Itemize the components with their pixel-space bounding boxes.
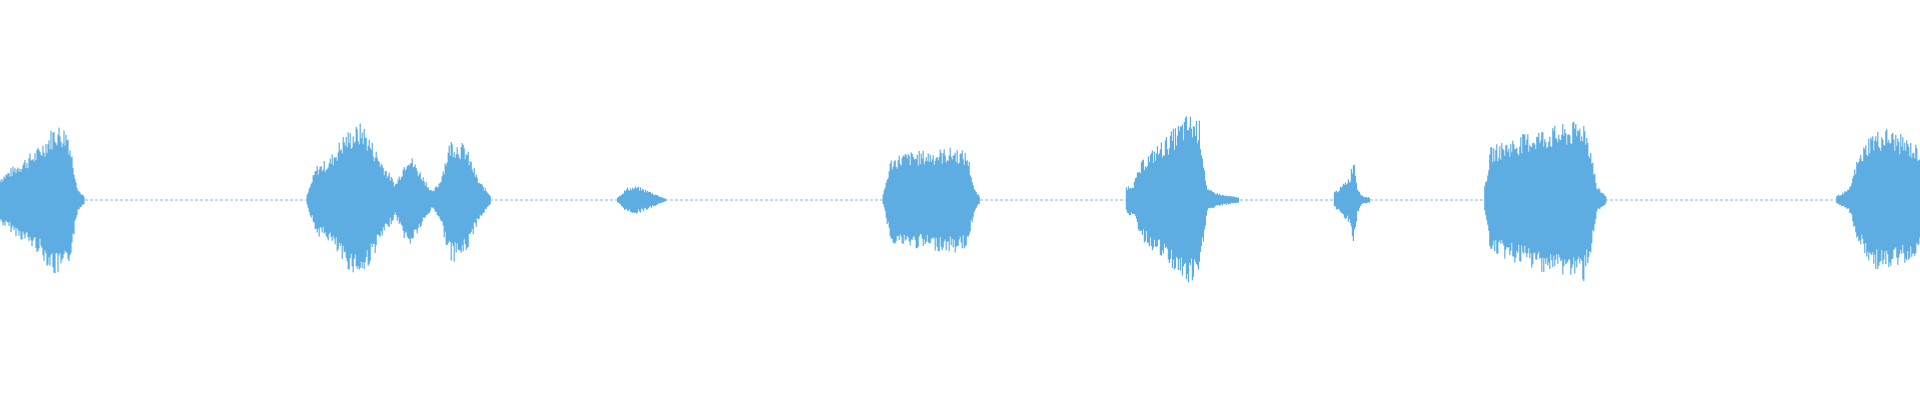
waveform-segment	[882, 147, 980, 253]
waveform-segment	[1836, 128, 1920, 269]
waveform-segment	[0, 127, 85, 274]
waveform-segment	[1484, 121, 1607, 282]
waveform-segment	[306, 123, 491, 273]
waveform-segment-path	[306, 123, 491, 273]
waveform-segment-path	[882, 147, 980, 253]
waveform-segment	[1333, 164, 1370, 241]
waveform-segment-path	[617, 186, 667, 214]
waveform-segment	[1125, 116, 1239, 283]
waveform-segment-path	[1125, 116, 1239, 283]
waveform-segment-path	[1484, 121, 1607, 282]
waveform-segment-path	[1333, 164, 1370, 241]
waveform-segment	[617, 186, 667, 214]
waveform-segment-path	[0, 127, 85, 274]
waveform-segment-path	[1836, 128, 1920, 269]
